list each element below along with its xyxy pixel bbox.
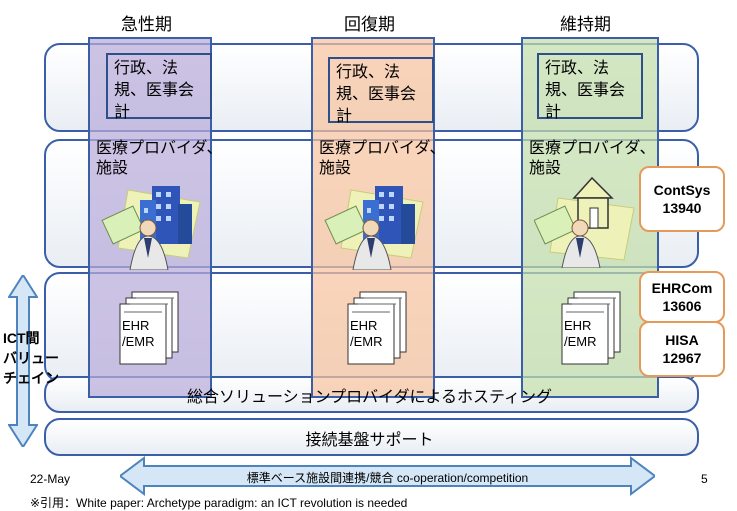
page-number: 5 bbox=[701, 472, 708, 486]
ict-value-chain-label: ICT間 バリュー チェイン bbox=[3, 328, 59, 388]
horizontal-double-arrow bbox=[120, 456, 655, 496]
admin-box-recovery: 行政、法規、医事会計 bbox=[328, 57, 434, 125]
standard-number: 12967 bbox=[662, 350, 702, 366]
document-stack-icon bbox=[347, 291, 407, 365]
ict-label-line: チェイン bbox=[3, 370, 59, 386]
citation-text: ※引用：White paper: Archetype paradigm: an … bbox=[30, 496, 408, 510]
provider-label-recovery: 医療プロバイダ、施設 bbox=[319, 140, 446, 177]
band-connection bbox=[44, 418, 699, 456]
standard-name: ContSys bbox=[653, 182, 711, 198]
connection-label: 接続基盤サポート bbox=[305, 432, 434, 449]
admin-box-maintenance: 行政、法規、医事会計 bbox=[537, 53, 643, 121]
standard-name: HISA bbox=[665, 332, 699, 348]
column-header-maintenance: 維持期 bbox=[560, 15, 611, 34]
ict-label-line: バリュー bbox=[3, 350, 59, 366]
ict-label-line: ICT間 bbox=[3, 330, 40, 346]
hosting-label: 総合ソリューションプロバイダによるホスティング bbox=[186, 389, 553, 406]
standard-number: 13606 bbox=[662, 298, 702, 314]
date-text: 22-May bbox=[30, 472, 71, 486]
doctor-house-icon bbox=[534, 176, 635, 268]
standard-name: EHRCom bbox=[651, 280, 713, 296]
admin-box-acute: 行政、法規、医事会計 bbox=[106, 53, 212, 121]
doctor-building-icon bbox=[101, 186, 201, 270]
vertical-double-arrow bbox=[8, 275, 38, 447]
document-stack-icon bbox=[561, 291, 621, 365]
ehr-label-maintenance: EHR /EMR bbox=[564, 318, 597, 349]
ehr-label-recovery: EHR /EMR bbox=[350, 318, 383, 349]
ehr-label-acute: EHR /EMR bbox=[122, 318, 155, 349]
bottom-arrow-label: 標準ベース施設間連携/競合 co-operation/competition bbox=[246, 471, 529, 485]
column-header-acute: 急性期 bbox=[121, 15, 172, 34]
provider-label-acute: 医療プロバイダ、施設 bbox=[96, 140, 223, 177]
standard-box-hisa: HISA 12967 bbox=[639, 321, 725, 377]
document-stack-icon bbox=[119, 291, 179, 365]
column-header-recovery: 回復期 bbox=[344, 15, 395, 34]
standard-number: 13940 bbox=[662, 200, 702, 216]
standard-box-ehrcom: EHRCom 13606 bbox=[639, 271, 725, 323]
doctor-building-icon bbox=[324, 186, 424, 270]
provider-label-maintenance: 医療プロバイダ、施設 bbox=[529, 140, 656, 177]
standard-box-contsys: ContSys 13940 bbox=[639, 166, 725, 232]
